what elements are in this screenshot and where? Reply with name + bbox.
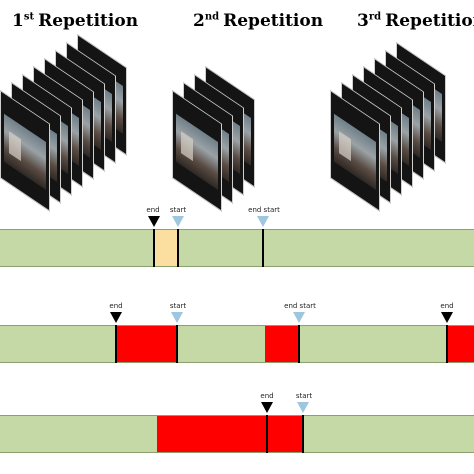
gap-segment — [157, 416, 304, 452]
end-boundary-line — [153, 229, 155, 267]
end-label: end — [260, 392, 274, 400]
gap-segment — [447, 326, 474, 362]
start-label: start — [169, 302, 187, 310]
end-start-label: end start — [248, 206, 280, 214]
start-marker-icon — [293, 312, 305, 323]
start-label: start — [169, 206, 187, 214]
end-start-boundary-line — [262, 229, 264, 267]
end-marker-icon — [441, 312, 453, 323]
gap-segment — [154, 230, 178, 266]
heading-ordinal: st — [23, 11, 35, 23]
end-start-label: end start — [284, 302, 316, 310]
heading-text: Repetition — [223, 11, 324, 31]
end-label: end — [440, 302, 454, 310]
start-marker-icon — [257, 216, 269, 227]
start-marker-icon — [172, 216, 184, 227]
end-boundary-line — [266, 415, 268, 453]
gap-segment — [116, 326, 177, 362]
end-marker-icon — [261, 402, 273, 413]
heading-number: 1 — [12, 11, 24, 31]
end-label: end — [146, 206, 160, 214]
start-label: start — [295, 392, 313, 400]
timeline-bar-1 — [0, 229, 474, 267]
start-marker-icon — [171, 312, 183, 323]
end-marker-icon — [110, 312, 122, 323]
start-boundary-line — [302, 415, 304, 453]
end-label: end — [109, 302, 123, 310]
gap-segment — [265, 326, 300, 362]
heading-text: Repetition — [38, 11, 139, 31]
heading-number: 2 — [193, 11, 205, 31]
start-marker-icon — [297, 402, 309, 413]
start-boundary-line — [176, 325, 178, 363]
heading-text: Repetition — [385, 11, 474, 31]
heading-ordinal: rd — [368, 11, 382, 23]
timeline-bar-3 — [0, 415, 474, 453]
end-marker-icon — [148, 216, 160, 227]
end-boundary-line — [115, 325, 117, 363]
end-start-boundary-line — [298, 325, 300, 363]
heading-repetition-3: 3rdRepetition — [357, 11, 474, 31]
start-boundary-line — [177, 229, 179, 267]
frame-stack-2 — [172, 50, 342, 212]
frame-stack-1 — [0, 34, 170, 212]
heading-number: 3 — [357, 11, 369, 31]
frame-stack-3 — [330, 42, 474, 212]
end-boundary-line — [446, 325, 448, 363]
heading-ordinal: nd — [204, 11, 220, 23]
timeline-bar-2 — [0, 325, 474, 363]
